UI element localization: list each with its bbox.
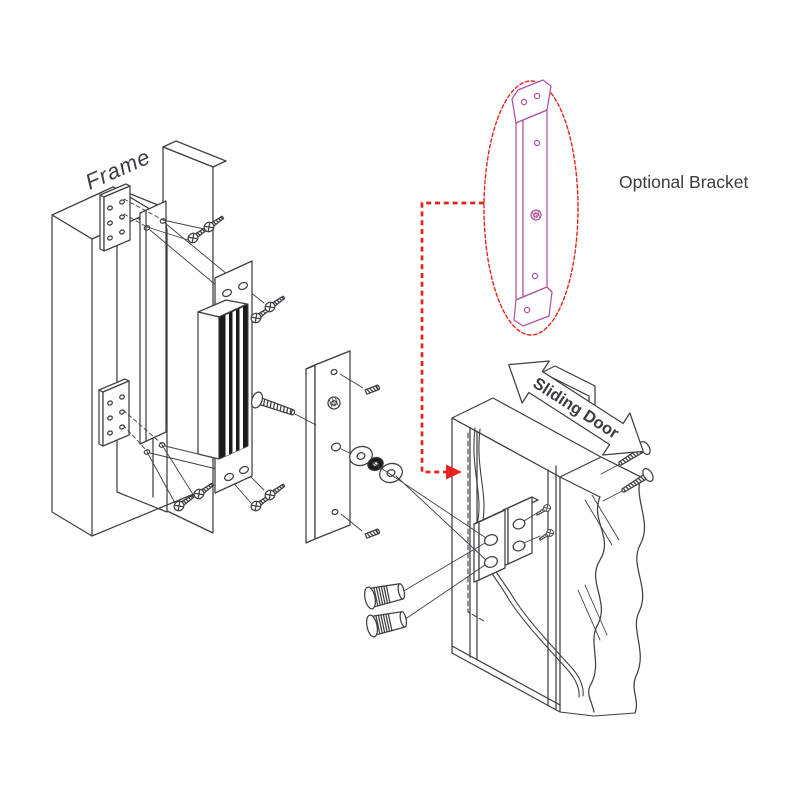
glass-break-edge (588, 496, 606, 713)
maglock-tab-holes (221, 281, 250, 482)
magnet-face-stripes (225, 307, 243, 457)
armature-bottom-hole (331, 508, 339, 516)
frame-left-wall-face (51, 214, 93, 537)
upper-plate-holes (107, 199, 125, 241)
double-arrow-shape (508, 360, 644, 456)
guide-pin (364, 384, 381, 395)
bracket-bottom-flange (513, 286, 553, 327)
upper-spacer-plate (99, 183, 131, 252)
frame-mounting-strip (139, 200, 167, 445)
callout-ellipse (483, 80, 579, 336)
lower-plate-holes (107, 394, 125, 436)
armature-bolt (248, 389, 298, 422)
washer (379, 462, 403, 484)
bracket-small-hole (531, 272, 539, 280)
glass-top-edges (559, 456, 642, 498)
optional-bracket-callout (420, 79, 579, 480)
glass-bottom-edge (559, 711, 636, 717)
maglock-side-face (197, 311, 220, 460)
wire-cable (473, 427, 584, 698)
screw-leader-lines (146, 219, 205, 504)
armature-plate-assembly (248, 350, 403, 544)
armature-top-hole (330, 368, 338, 376)
lower-spacer-plate (98, 378, 130, 447)
callout-arrowhead (446, 464, 462, 480)
callout-leader (420, 201, 484, 480)
bracket-small-hole (533, 139, 541, 147)
armature-mid-hole (330, 442, 342, 452)
door-frame (51, 140, 227, 537)
glass-panel (559, 456, 646, 717)
sex-bolt (362, 579, 407, 611)
bracket-top-flange (511, 79, 552, 124)
door-bracket-assembly (473, 496, 556, 583)
glass-hatch-lines (577, 494, 620, 641)
sliding-door: Sliding Door (362, 360, 656, 717)
washer-leader-line (340, 448, 351, 454)
armature-plate-edge (305, 364, 316, 544)
maglock-screw (262, 480, 288, 503)
optional-bracket-label: Optional Bracket (619, 172, 749, 192)
line-art: Sliding Door (51, 79, 749, 717)
small-screw-leaders (523, 512, 541, 544)
door-machine-screw (617, 466, 656, 498)
door-screw-leaders (600, 463, 623, 502)
door-centerline-dashed (467, 432, 485, 622)
frame-spacer-plates (98, 183, 227, 514)
sex-bolt (364, 607, 409, 639)
magnetic-lock (197, 260, 288, 514)
washer (349, 445, 373, 467)
maglock-screw (262, 292, 288, 315)
assembly-leader-lines-door (371, 461, 487, 621)
pin-leader-lines (339, 373, 364, 532)
bracket-front-plate (473, 509, 506, 583)
guide-pin (364, 528, 381, 539)
optional-bracket-part (511, 79, 553, 327)
projection-dashed-lines (122, 198, 164, 452)
bolt-leader-line (292, 412, 317, 426)
bracket-threaded-hole (530, 209, 542, 221)
glass-break-edge (633, 476, 646, 714)
armature-center-threaded-hole (327, 396, 341, 410)
